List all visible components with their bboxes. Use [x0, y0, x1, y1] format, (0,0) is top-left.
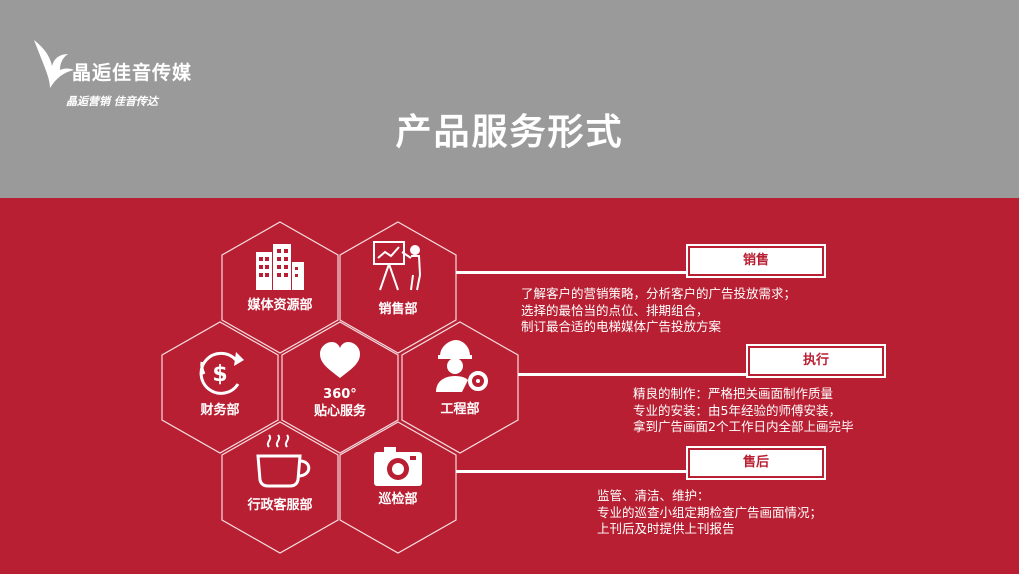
hex-sales: [339, 221, 457, 354]
hex-360: [281, 321, 399, 454]
coffee-cup-icon: [256, 434, 311, 488]
service-desc-sales: 了解客户的营销策略，分析客户的广告投放需求； 选择的最恰当的点位、排期组合， 制…: [521, 286, 796, 336]
desc-line: 专业的巡查小组定期检查广告画面情况；: [597, 504, 823, 520]
hex-finance: [161, 321, 279, 454]
desc-line: 拿到广告画面2个工作日内全部上画完毕: [633, 419, 854, 434]
brand-name: 晶逅佳音传媒: [72, 62, 193, 84]
heart-icon: [320, 342, 360, 378]
service-desc-aftersales: 监管、清洁、维护： 专业的巡查小组定期检查广告画面情况； 上刊后及时提供上刊报告: [597, 488, 822, 538]
camera-icon: [374, 447, 422, 486]
dollar-cycle-icon: $: [199, 351, 244, 395]
hex-engineering: [401, 321, 519, 454]
brand-slogan: 晶逅营销 佳音传达: [66, 95, 158, 108]
engineer-icon: [436, 340, 488, 392]
bird-logo-icon: [34, 40, 74, 88]
hex-label-admin: 行政客服部: [247, 498, 313, 513]
service-box-execution: 执行: [746, 344, 886, 378]
hex-admin: [221, 421, 339, 554]
hex-label-360-line2: 贴心服务: [313, 404, 366, 419]
connector-line-aftersales: [456, 470, 688, 473]
desc-line: 上刊后及时提供上刊报告: [597, 521, 735, 536]
service-box-aftersales: 售后: [686, 446, 826, 480]
header-band: [0, 0, 1019, 198]
hex-label-sales: 销售部: [378, 302, 418, 317]
service-box-sales: 销售: [686, 244, 826, 278]
page-title: 产品服务形式: [395, 112, 624, 153]
desc-line: 监管、清洁、维护：: [597, 488, 710, 503]
hex-label-360-line1: 360°: [323, 387, 357, 402]
desc-line: 制订最合适的电梯媒体广告投放方案: [521, 319, 722, 334]
hex-label-finance: 财务部: [200, 403, 240, 418]
hex-label-inspection: 巡检部: [378, 492, 418, 507]
connector-line-execution: [518, 373, 748, 376]
desc-line: 了解客户的营销策略，分析客户的广告投放需求；: [521, 286, 797, 301]
hex-inspection: [339, 421, 457, 554]
content-band: [0, 198, 1019, 574]
service-desc-execution: 精良的制作：严格把关画面制作质量 专业的安装：由5年经验的师傅安装， 拿到广告画…: [633, 386, 853, 436]
hex-label-media: 媒体资源部: [247, 298, 313, 313]
connector-line-sales: [456, 271, 688, 274]
desc-line: 精良的制作：严格把关画面制作质量: [633, 386, 834, 401]
presentation-icon: [373, 241, 422, 291]
svg-text:$: $: [212, 362, 227, 387]
desc-line: 专业的安装：由5年经验的师傅安装，: [633, 402, 841, 418]
buildings-icon: [256, 244, 304, 290]
desc-line: 选择的最恰当的点位、排期组合，: [521, 302, 709, 318]
hex-label-engineering: 工程部: [440, 402, 480, 417]
hex-media: [221, 221, 339, 354]
hex-label-360: 360° 贴心服务: [280, 386, 400, 420]
